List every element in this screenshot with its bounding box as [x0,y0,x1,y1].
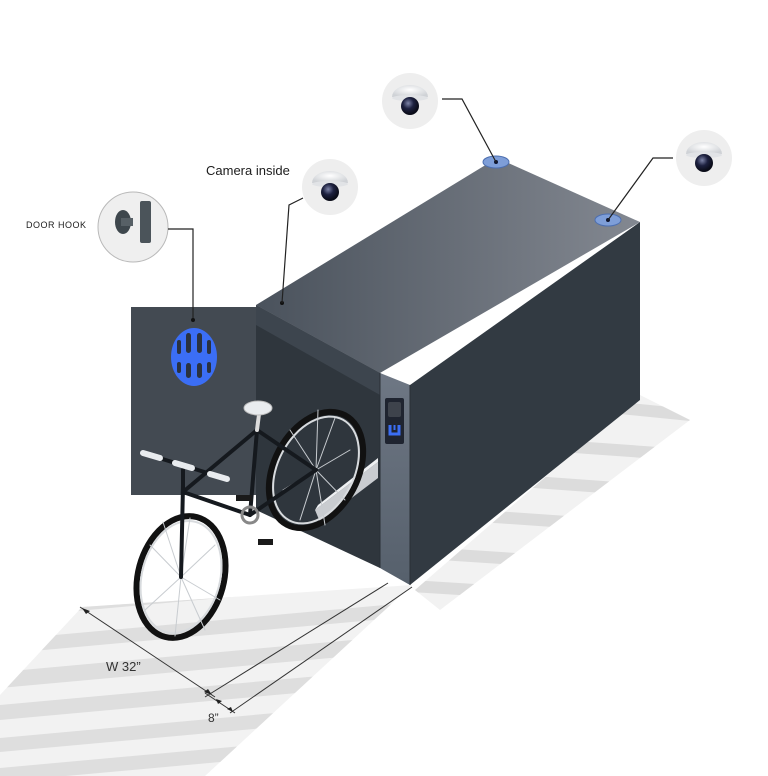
open-door[interactable] [131,307,256,495]
door-hook-callout [97,191,194,318]
camera-inside-callout [281,159,358,304]
width-dimension-label: W 32” [106,659,141,674]
roof-camera-front-callout [382,73,497,163]
dome-camera-icon [392,85,428,115]
locker-roof [256,158,640,373]
door-hook-icon [115,201,151,243]
bicycle [133,400,367,641]
dome-camera-icon [312,171,348,201]
dimension-lines [79,582,413,714]
door-hook-badge [97,191,169,263]
helmet-icon [171,318,217,386]
door-hook-label: DOOR HOOK [26,220,87,230]
roof-camera-right-callout [607,130,732,221]
gap-dimension-label: 8” [208,711,219,725]
access-keypad[interactable] [385,398,404,444]
dome-camera-icon [686,142,722,172]
camera-inside-label: Camera inside [206,163,290,178]
locker-side-panel [410,222,640,585]
